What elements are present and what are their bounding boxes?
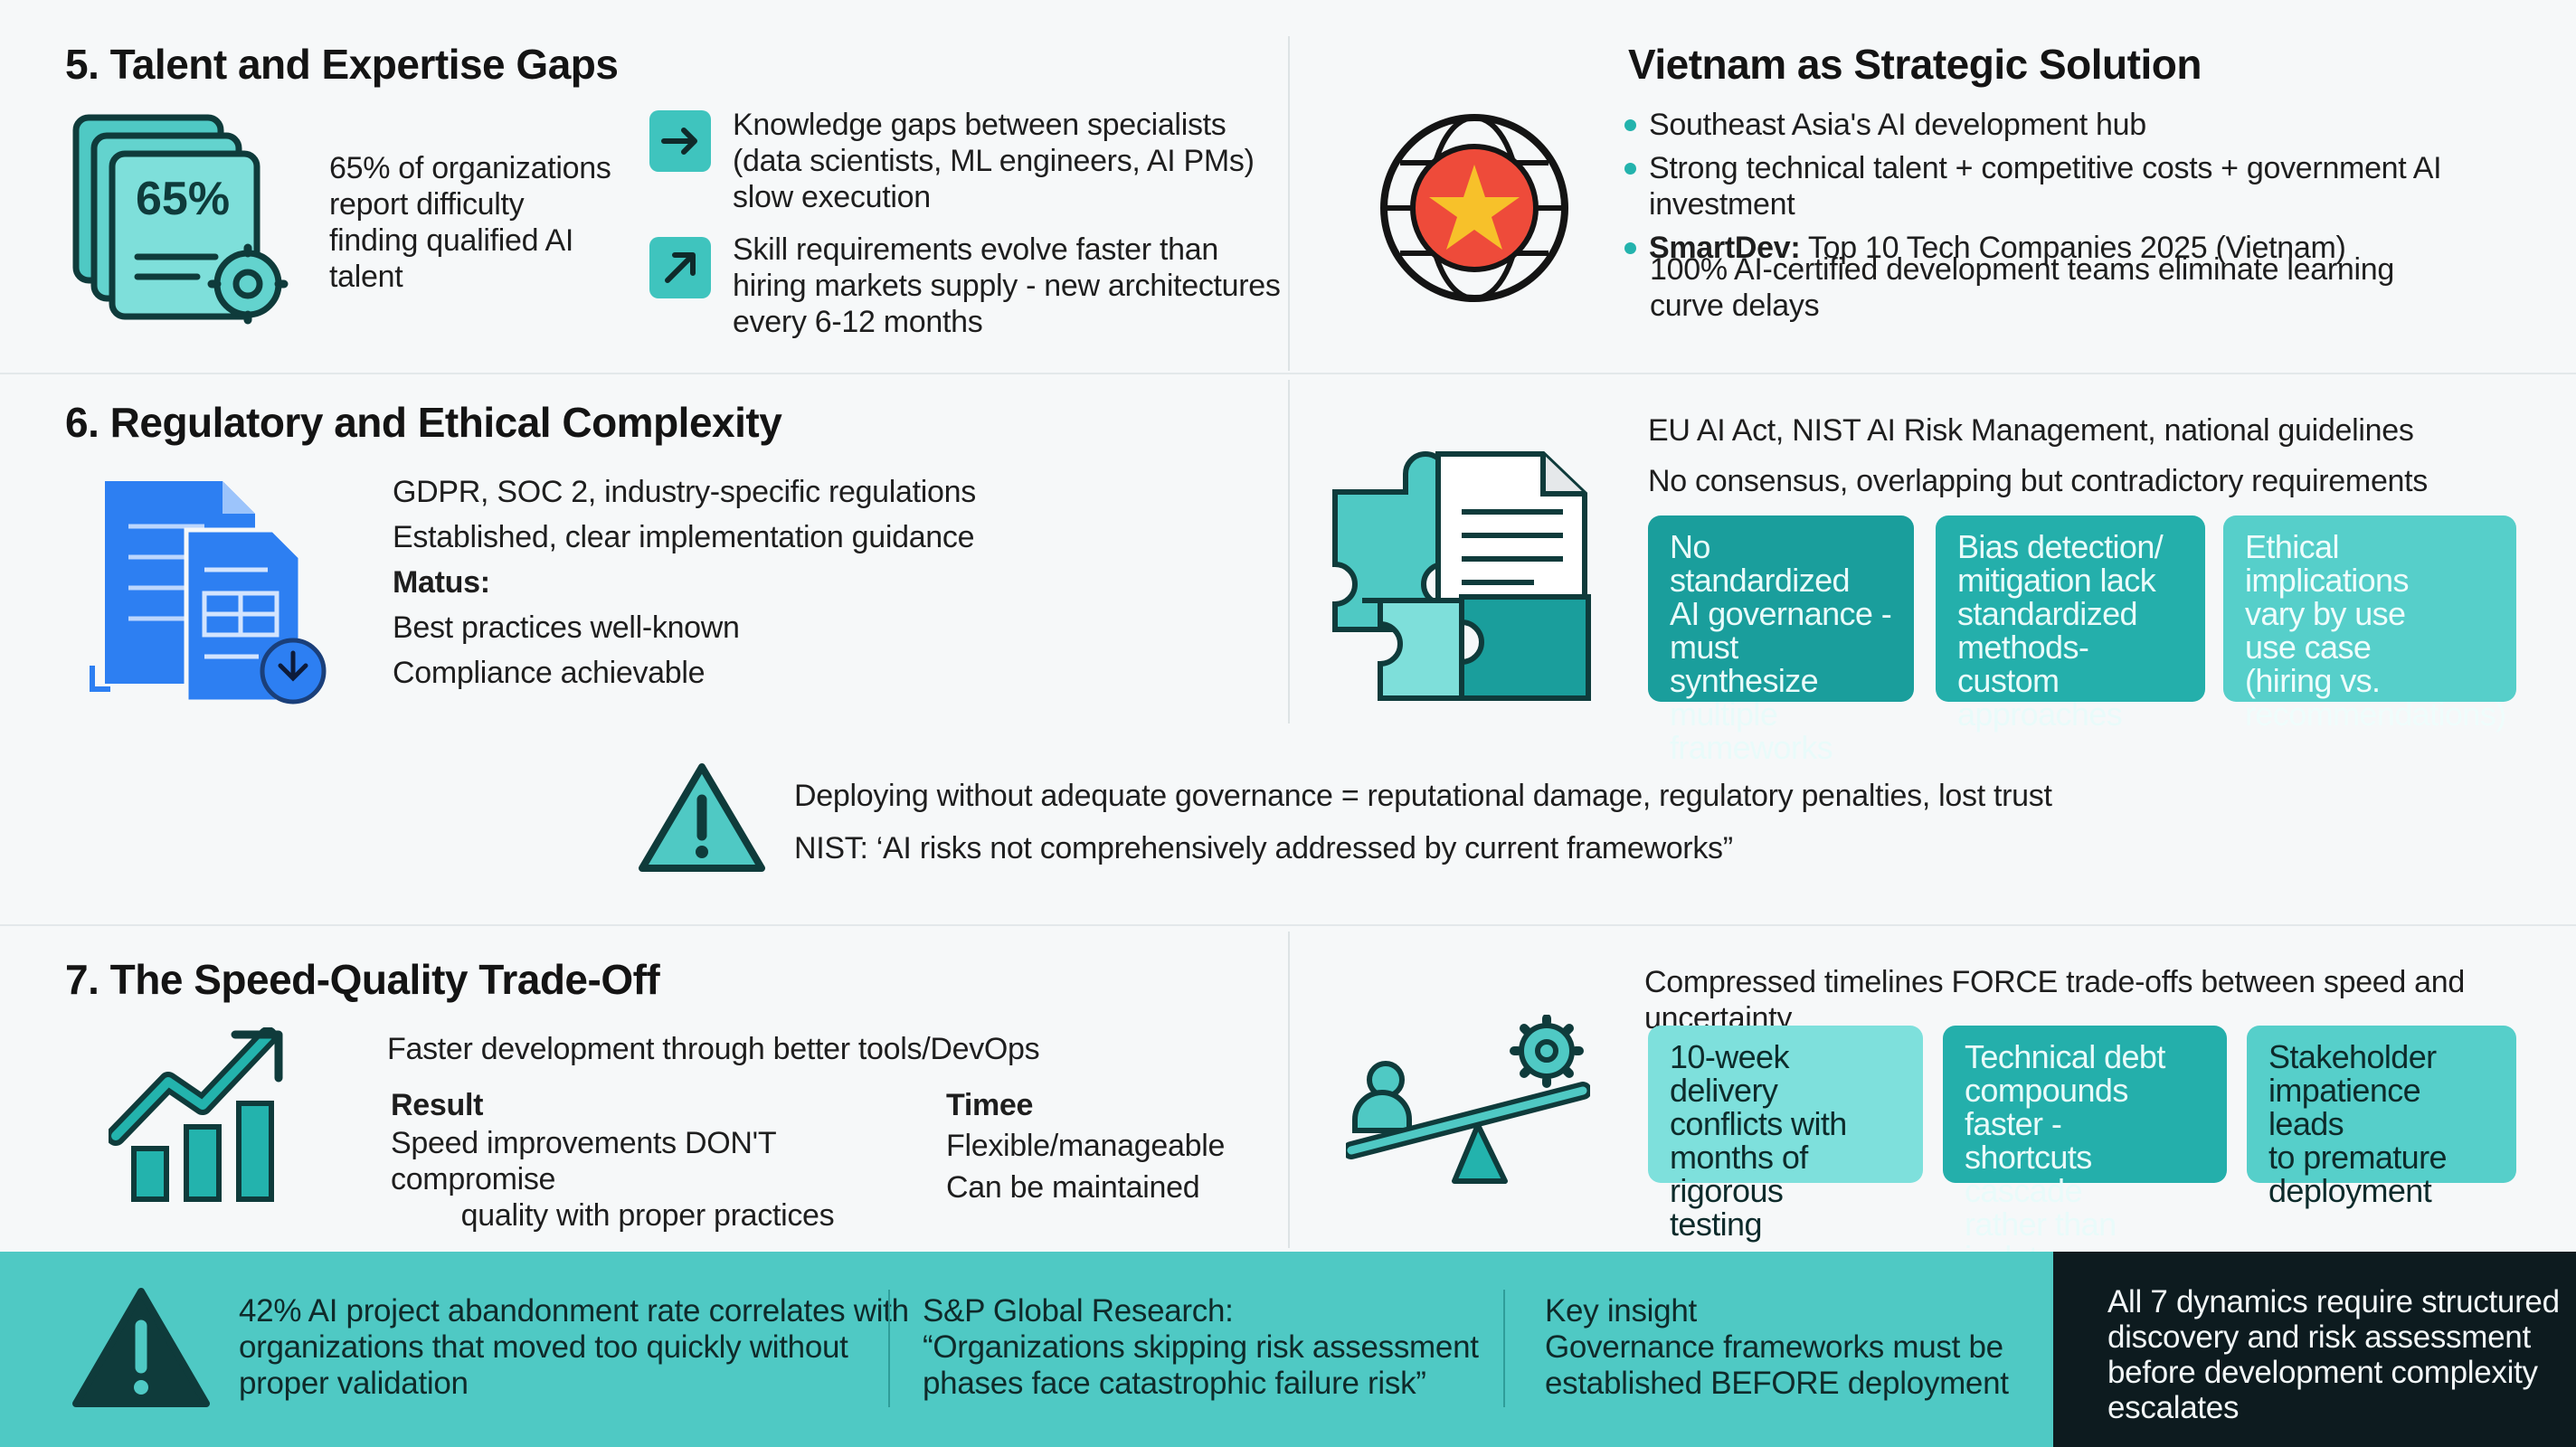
growth-chart-icon (106, 1026, 289, 1205)
vietnam-note: 100% AI-certified development teams elim… (1650, 252, 2394, 323)
talent-stat-icon: 65% (71, 112, 297, 329)
footer-warning-icon (69, 1284, 213, 1411)
footer-divider (1503, 1290, 1505, 1407)
bullet-item: Southeast Asia's AI development hub (1624, 107, 2547, 143)
compressed-timelines-text: Compressed timelines FORCE trade-offs be… (1644, 965, 2465, 1036)
footer-bar (0, 1252, 2053, 1447)
abandonment-stat-text: 42% AI project abandonment rate correlat… (239, 1293, 909, 1401)
divider (0, 373, 2576, 374)
result-heading: Result (391, 1088, 484, 1122)
warning-icon (637, 760, 767, 875)
vietnam-bullets: Southeast Asia's AI development hub Stro… (1624, 107, 2547, 266)
divider (0, 924, 2576, 926)
governance-warning-text: Deploying without adequate governance = … (794, 779, 2052, 813)
globe-star-icon (1375, 109, 1574, 307)
divider (1288, 380, 1290, 724)
established-regs-text: GDPR, SOC 2, industry-specific regulatio… (393, 475, 976, 690)
summary-panel (2053, 1252, 2576, 1447)
balance-scale-icon (1342, 1014, 1592, 1187)
divider (1288, 36, 1290, 371)
footer-divider (888, 1290, 890, 1407)
bullet-item: Strong technical talent + competitive co… (1624, 150, 2547, 222)
documents-icon (87, 476, 331, 711)
bullet-item: SmartDev: Top 10 Tech Companies 2025 (Vi… (1624, 230, 2547, 266)
puzzle-document-icon (1326, 449, 1597, 704)
section6-title: 6. Regulatory and Ethical Complexity (65, 399, 782, 446)
vietnam-title: Vietnam as Strategic Solution (1628, 41, 2202, 88)
arrow-up-right-icon (649, 237, 711, 298)
knowledge-gaps-text: Knowledge gaps between specialists(data … (733, 108, 1255, 214)
time-heading: Timee (946, 1088, 1034, 1122)
divider (1288, 932, 1290, 1248)
arrow-right-icon (649, 110, 711, 172)
stat-badge: 65% (136, 173, 231, 225)
section7-title: 7. The Speed-Quality Trade-Off (65, 956, 660, 1003)
emerging-frameworks-text: EU AI Act, NIST AI Risk Management, nati… (1648, 413, 2414, 448)
no-consensus-text: No consensus, overlapping but contradict… (1648, 464, 2429, 498)
section5-title: 5. Talent and Expertise Gaps (65, 41, 619, 88)
faster-dev-text: Faster development through better tools/… (387, 1032, 1040, 1066)
sp-global-quote: S&P Global Research:“Organizations skipp… (923, 1293, 1479, 1401)
nist-quote-text: NIST: ‘AI risks not comprehensively addr… (794, 831, 1733, 865)
